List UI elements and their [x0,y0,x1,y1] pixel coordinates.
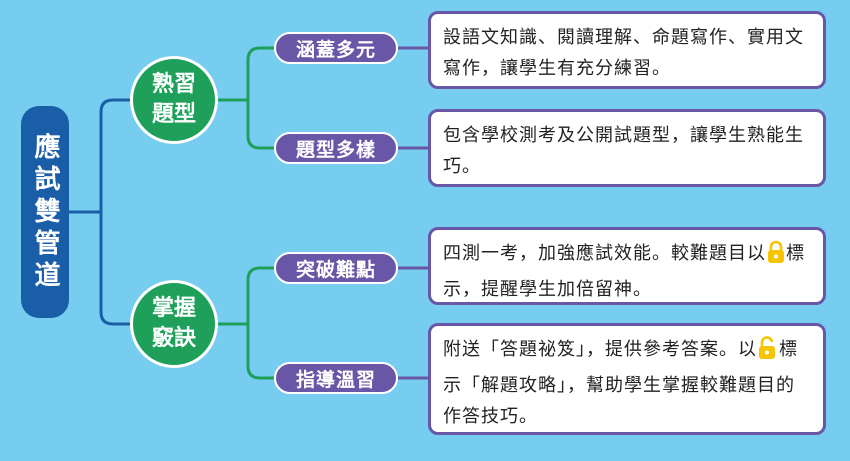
connector-branch-2-to-item-2 [217,322,274,380]
padlock-unlocked-icon [758,336,778,370]
description-box-4: 附送「答題祕笈」，提供參考答案。以標示「解題攻略」，幫助學生掌握較難題目的作答技… [428,323,826,435]
padlock-locked-icon [767,240,785,274]
branch-node-master-tips: 掌握竅訣 [130,280,218,368]
description-text-before: 附送「答題祕笈」，提供參考答案。以 [443,339,757,360]
root-label: 應試雙管道 [30,133,60,293]
description-text: 設語文知識、閱讀理解、命題寫作、實用文寫作，讓學生有充分練習。 [443,27,804,79]
description-box-3: 四測一考，加強應試效能。較難題目以標示，提醒學生加倍留神。 [428,227,826,305]
description-text-after: 標示，提醒學生加倍留神。 [443,243,805,300]
description-text-before: 四測一考，加強應試效能。較難題目以 [443,243,766,264]
item-pill-diverse-coverage: 涵蓋多元 [274,32,398,64]
item-pill-varied-types: 題型多樣 [274,132,398,164]
branch-label: 掌握竅訣 [151,296,196,351]
item-label: 指導溫習 [295,368,376,391]
connector-root-to-branch-1 [69,98,130,214]
branch-node-familiar-question-types: 熟習題型 [130,56,218,144]
item-pill-overcome-difficulties: 突破難點 [274,252,398,284]
item-pill-revision-guidance: 指導溫習 [274,362,398,394]
item-label: 題型多樣 [295,138,376,161]
connector-branch-1-to-item-1 [217,46,274,102]
connector-root-to-branch-2 [69,210,130,326]
description-text-after: 標示「解題攻略」，幫助學生掌握較難題目的作答技巧。 [443,339,798,427]
connector-branch-1-to-item-2 [217,98,274,150]
branch-label: 熟習題型 [151,72,196,127]
description-box-2: 包含學校測考及公開試題型，讓學生熟能生巧。 [428,109,826,187]
connector-branch-2-to-item-1 [217,266,274,326]
item-label: 涵蓋多元 [295,38,376,61]
description-text: 包含學校測考及公開試題型，讓學生熟能生巧。 [443,125,804,177]
root-node: 應試雙管道 [21,106,69,318]
item-label: 突破難點 [295,258,376,281]
description-box-1: 設語文知識、閱讀理解、命題寫作、實用文寫作，讓學生有充分練習。 [428,11,826,89]
